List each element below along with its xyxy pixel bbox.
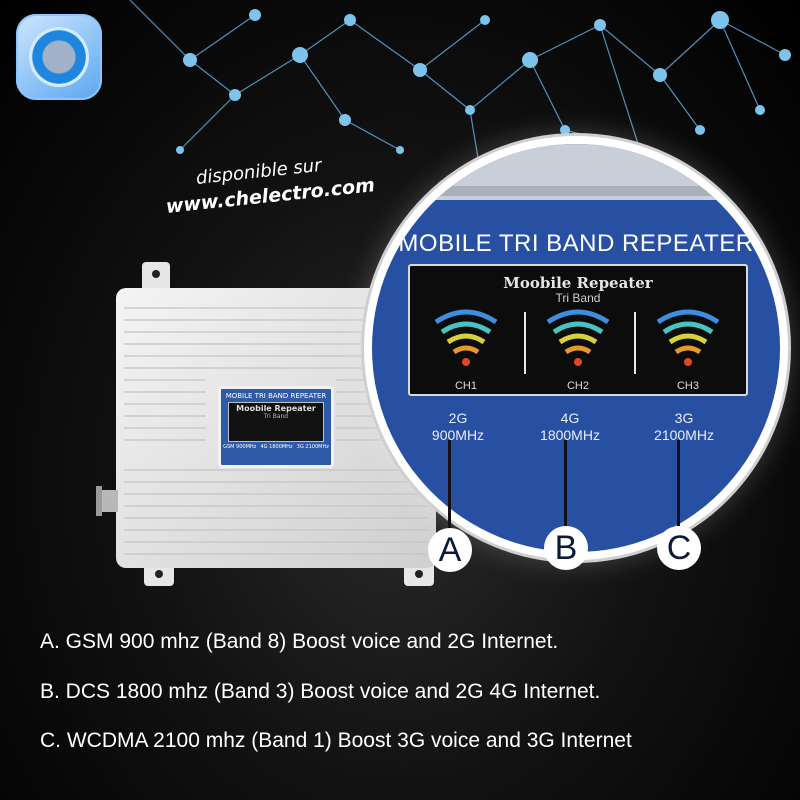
zoom-panel: MOBILE TRI BAND REPEATER Moobile Repeate… <box>372 144 780 552</box>
device-panel-freqs: GSM 900MHz 4G 1800MHz 3G 2100MHz <box>221 444 331 450</box>
signal-icon <box>546 309 610 366</box>
device-panel-tri-band: Tri Band <box>263 413 289 420</box>
marker-b: B <box>544 526 588 570</box>
band-gen-2: 4G <box>560 410 580 426</box>
band-gen-3: 3G <box>674 410 694 426</box>
signal-icon <box>434 309 498 366</box>
device-front-panel: MOBILE TRI BAND REPEATER Moobile Repeate… <box>218 386 334 468</box>
marker-line-b <box>564 440 567 528</box>
band-freq-3: 2100MHz <box>654 427 714 443</box>
channel-3: CH3 <box>640 304 736 394</box>
panel-top-edge <box>372 144 780 200</box>
band-gen-1: 2G <box>448 410 468 426</box>
device-panel-title: MOBILE TRI BAND REPEATER <box>225 392 327 400</box>
marker-line-c <box>677 440 680 528</box>
description-a: A. GSM 900 mhz (Band 8) Boost voice and … <box>40 630 559 653</box>
device-freq-1: GSM 900MHz <box>223 444 257 450</box>
band-label-1: 2G 900MHz <box>398 410 518 444</box>
device-freq-3: 3G 2100MHz <box>296 444 329 450</box>
band-freq-1: 900MHz <box>431 427 485 443</box>
screen-subtitle: Tri Band <box>555 291 601 305</box>
signal-icon <box>656 309 720 366</box>
zoom-circle: MOBILE TRI BAND REPEATER Moobile Repeate… <box>364 136 788 560</box>
marker-c: C <box>657 526 701 570</box>
marker-a: A <box>428 528 472 572</box>
band-label-3: 3G 2100MHz <box>624 410 744 444</box>
device-panel-screen: Moobile Repeater Tri Band <box>228 402 324 442</box>
panel-title: MOBILE TRI BAND REPEATER <box>398 230 754 257</box>
channel-2: CH2 <box>530 304 626 394</box>
screen-title: Moobile Repeater <box>503 274 653 292</box>
band-freq-2: 1800MHz <box>540 427 600 443</box>
brand-logo <box>16 14 102 100</box>
marker-line-a <box>448 440 451 530</box>
device-panel-subtitle: Moobile Repeater <box>236 404 316 413</box>
channel-label-1: CH1 <box>454 380 477 392</box>
network-background <box>129 0 791 174</box>
channel-divider <box>634 312 636 374</box>
channel-divider <box>524 312 526 374</box>
description-c: C. WCDMA 2100 mhz (Band 1) Boost 3G voic… <box>40 729 632 752</box>
logo-ring-icon <box>29 27 89 87</box>
panel-screen: Moobile Repeater Tri Band CH1 <box>408 264 748 396</box>
band-label-2: 4G 1800MHz <box>510 410 630 444</box>
channel-label-3: CH3 <box>676 380 699 392</box>
description-b: B. DCS 1800 mhz (Band 3) Boost voice and… <box>40 680 601 703</box>
device-freq-2: 4G 1800MHz <box>260 444 293 450</box>
channel-1: CH1 <box>418 304 514 394</box>
channel-label-2: CH2 <box>566 380 589 392</box>
